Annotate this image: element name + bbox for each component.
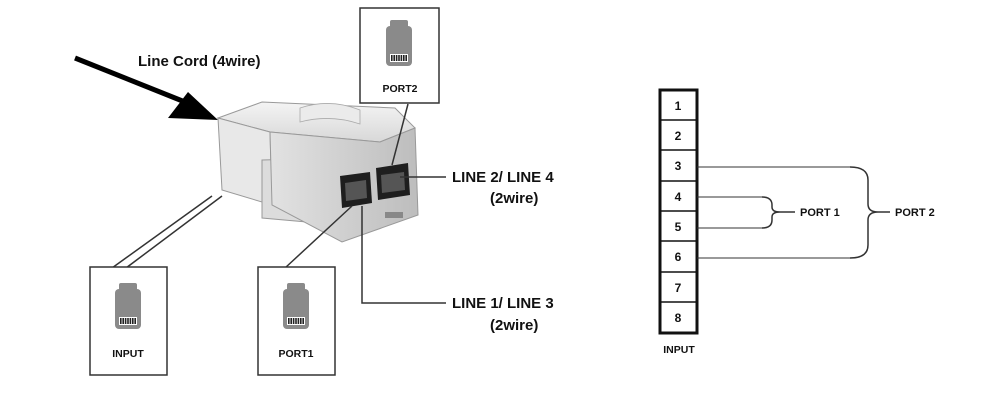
port2-box-label: PORT2 <box>382 83 417 95</box>
port1-jack-box: PORT1 <box>257 266 336 376</box>
pin-number: 3 <box>675 159 682 173</box>
port1-brace <box>761 196 795 229</box>
input-cable <box>111 195 223 269</box>
pin-number: 4 <box>675 190 682 204</box>
pin-number: 5 <box>675 220 682 234</box>
port2-jack-box: PORT2 <box>359 7 440 104</box>
pin-number: 1 <box>675 99 682 113</box>
line13-leader <box>361 206 446 304</box>
port1-pin-label: PORT 1 <box>800 207 840 219</box>
line-cord-arrow <box>74 55 218 120</box>
pin-number: 2 <box>675 129 682 143</box>
pinout-connector: 1 2 3 4 5 6 7 8 <box>658 88 699 335</box>
pin-number: 6 <box>675 250 682 264</box>
pin-number: 7 <box>675 281 682 295</box>
line13-label: LINE 1/ LINE 3 <box>452 295 554 312</box>
rj-jack-icon <box>283 283 309 329</box>
rj-jack-icon <box>386 20 412 66</box>
splitter-body <box>216 101 419 243</box>
port1-leader <box>284 205 353 269</box>
port2-pin-label: PORT 2 <box>895 207 935 219</box>
line24-sub: (2wire) <box>490 190 538 207</box>
port1-box-label: PORT1 <box>278 348 313 360</box>
line24-label: LINE 2/ LINE 4 <box>452 169 554 186</box>
port2-brace <box>849 166 890 259</box>
rj-jack-icon <box>115 283 141 329</box>
pinout-connector-label: INPUT <box>663 344 695 356</box>
line-cord-label: Line Cord (4wire) <box>138 53 261 70</box>
pin-number: 8 <box>675 311 682 325</box>
pin-wires <box>697 166 850 259</box>
input-box-label: INPUT <box>112 348 144 360</box>
line13-sub: (2wire) <box>490 317 538 334</box>
input-jack-box: INPUT <box>89 266 168 376</box>
port2-leader <box>391 103 409 166</box>
